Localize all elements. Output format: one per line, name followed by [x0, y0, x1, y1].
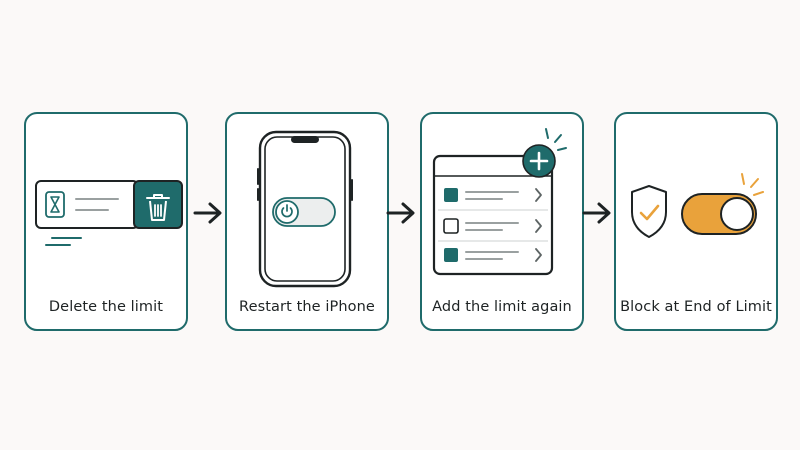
- toggle-on-icon: [681, 193, 757, 235]
- step-card-restart-iphone: Restart the iPhone: [225, 112, 389, 331]
- delete-limit-illustration: [35, 180, 183, 246]
- chevron-right-icon: [535, 219, 542, 233]
- step-card-add-limit-again: Add the limit again: [420, 112, 584, 331]
- swipe-motion-lines: [45, 237, 82, 246]
- power-icon: [281, 204, 293, 218]
- shield-check-icon: [631, 185, 667, 238]
- restart-iphone-illustration: [257, 130, 353, 288]
- sparkle-lines: [545, 128, 567, 151]
- step-card-block-at-end: Block at End of Limit: [614, 112, 778, 331]
- step-label: Add the limit again: [432, 299, 572, 315]
- limit-list-window: [432, 154, 554, 276]
- power-slider: [272, 197, 336, 227]
- add-limit-illustration: [432, 128, 567, 276]
- step-card-delete-limit: Delete the limit: [24, 112, 188, 331]
- plus-icon: [522, 144, 556, 178]
- arrow-right-icon: [386, 202, 415, 224]
- arrow-right-icon: [193, 202, 222, 224]
- list-item: [444, 248, 542, 262]
- step-label: Delete the limit: [48, 299, 164, 315]
- list-item: [438, 188, 548, 211]
- block-at-end-illustration: [631, 173, 764, 238]
- hourglass-icon: [45, 191, 65, 218]
- step-label: Block at End of Limit: [620, 299, 772, 315]
- chevron-right-icon: [535, 248, 542, 262]
- trash-icon: [146, 194, 170, 221]
- step-label: Restart the iPhone: [239, 299, 375, 315]
- arrow-right-icon: [582, 202, 611, 224]
- chevron-right-icon: [535, 188, 542, 202]
- list-item: [438, 218, 548, 242]
- sparkle-lines: [741, 173, 764, 196]
